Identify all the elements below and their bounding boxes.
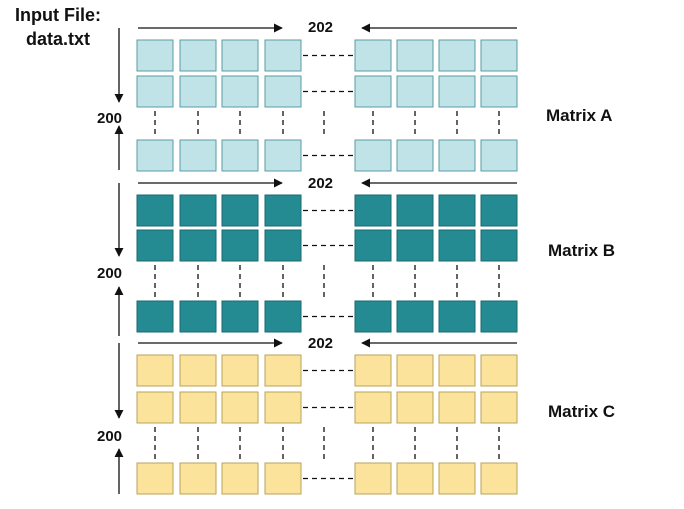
matrix-c-cell [221,462,259,495]
matrix-a-cell [354,75,392,108]
matrix-a-label: Matrix A [546,106,613,125]
matrix-c-cell [264,391,302,424]
matrix-c-cell [396,462,434,495]
matrix-b-cell [438,300,476,333]
matrix-b-cell [264,194,302,227]
matrix-c-cols-label: 202 [308,335,334,352]
matrix-c-cell [136,354,174,387]
matrix-b-cell [396,194,434,227]
matrix-c-cell [354,391,392,424]
matrix-c-cell [396,391,434,424]
matrix-b-cell [480,229,518,262]
matrix-b-cell [354,194,392,227]
matrix-a-cell [354,39,392,72]
matrix-c-cell [480,391,518,424]
matrix-b-cell [179,194,217,227]
matrix-b-cell [221,300,259,333]
matrix-b-cell [354,229,392,262]
matrix-b-cell [396,300,434,333]
matrix-b-cell [396,229,434,262]
matrix-c-label: Matrix C [548,402,616,421]
matrix-b-cell [179,300,217,333]
matrix-b-cell [136,300,174,333]
matrix-c-cell [438,462,476,495]
matrix-c-cell [480,354,518,387]
matrix-c-cell [179,354,217,387]
matrix-c-cell [438,391,476,424]
matrix-c-cell [136,391,174,424]
matrix-c-cell [264,462,302,495]
matrix-a-cell [136,139,174,172]
matrix-a-cell [221,75,259,108]
matrix-b-cols-label: 202 [308,175,334,192]
input-file-title: Input File: [15,5,101,25]
matrix-a-cell [136,75,174,108]
matrix-c-cell [179,391,217,424]
matrix-c-cell [221,354,259,387]
matrix-a-cell [179,39,217,72]
matrix-a-cell [179,139,217,172]
input-file-name: data.txt [25,29,90,49]
matrix-c-cell [438,354,476,387]
matrix-c-cell [221,391,259,424]
matrix-b-cell [264,229,302,262]
matrix-b-cell [480,300,518,333]
matrix-a-cell [136,39,174,72]
matrix-a-cell [438,75,476,108]
matrix-a-cell [396,75,434,108]
matrix-a-cell [396,39,434,72]
matrix-b-cell [438,194,476,227]
matrix-b-label: Matrix B [548,241,616,260]
matrix-c-rows-label: 200 [97,428,123,445]
matrix-c-cell [264,354,302,387]
matrix-a-cell [480,39,518,72]
matrix-b-cell [221,194,259,227]
matrix-b-cell [136,194,174,227]
matrix-b-cell [438,229,476,262]
matrix-a-cell [354,139,392,172]
matrix-c-cell [354,462,392,495]
matrix-a-rows-label: 200 [97,110,123,127]
matrix-b-cell [136,229,174,262]
matrix-b-cell [354,300,392,333]
matrix-b-cell [179,229,217,262]
matrix-a-cell [264,75,302,108]
matrix-b-cell [264,300,302,333]
matrix-a-cell [480,75,518,108]
matrix-a-cell [480,139,518,172]
matrix-a-cell [179,75,217,108]
matrix-a-cell [221,139,259,172]
matrix-a-cell [264,39,302,72]
matrix-c-cell [396,354,434,387]
matrix-c-cell [136,462,174,495]
matrix-a-cell [221,39,259,72]
matrix-a-cell [396,139,434,172]
matrix-a-cell [264,139,302,172]
matrix-a-cell [438,139,476,172]
matrix-b-cell [480,194,518,227]
matrix-a-cell [438,39,476,72]
matrix-c-cell [354,354,392,387]
matrix-c-cell [179,462,217,495]
matrix-c-cell [480,462,518,495]
matrix-b-rows-label: 200 [97,265,123,282]
matrix-a-cols-label: 202 [308,19,334,36]
matrix-b-cell [221,229,259,262]
